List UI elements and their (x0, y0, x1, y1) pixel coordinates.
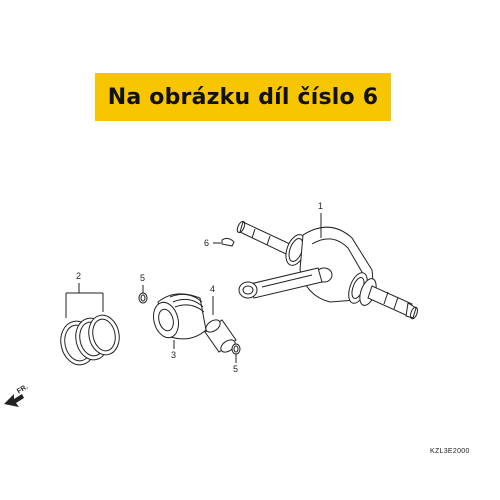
piston-pin-clip-left (138, 285, 148, 304)
callout-1: 1 (318, 201, 324, 211)
callout-2: 2 (76, 271, 82, 281)
callout-5-left: 5 (140, 273, 146, 283)
diagram-code: KZL3E2000 (430, 448, 470, 455)
crankshaft-part (236, 220, 418, 320)
highlight-banner: Na obrázku díl číslo 6 (95, 73, 391, 121)
piston-rings-part (60, 283, 120, 366)
piston-pin-clip-right (231, 343, 241, 363)
woodruff-key-part (213, 237, 235, 247)
front-direction-arrow-icon (4, 394, 24, 407)
callout-5-right: 5 (233, 364, 239, 374)
banner-text: Na obrázku díl číslo 6 (107, 84, 379, 110)
callout-3: 3 (171, 350, 177, 360)
piston-pin-part (204, 296, 237, 353)
callout-4: 4 (210, 284, 216, 294)
piston-part (153, 293, 207, 349)
callout-6: 6 (204, 238, 210, 248)
